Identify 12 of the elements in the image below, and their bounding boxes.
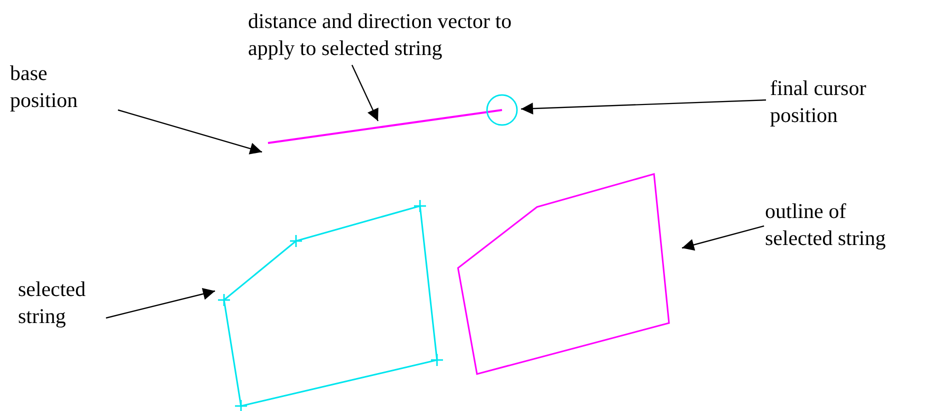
leader-arrow <box>351 64 379 122</box>
leader-arrow <box>106 288 216 319</box>
leader-arrow <box>520 99 766 115</box>
callout-text: outline of selected string <box>765 198 915 252</box>
outline-polygon <box>455 170 673 378</box>
callout-text: base position <box>10 60 120 114</box>
leader-arrow <box>682 225 764 251</box>
leader-arrow <box>118 109 262 154</box>
callout-text: final cursor position <box>770 75 920 129</box>
cursor-circle <box>485 93 519 127</box>
callout-text: selected string <box>18 276 128 330</box>
callout-text: distance and direction vector to apply to selected string <box>248 8 538 62</box>
